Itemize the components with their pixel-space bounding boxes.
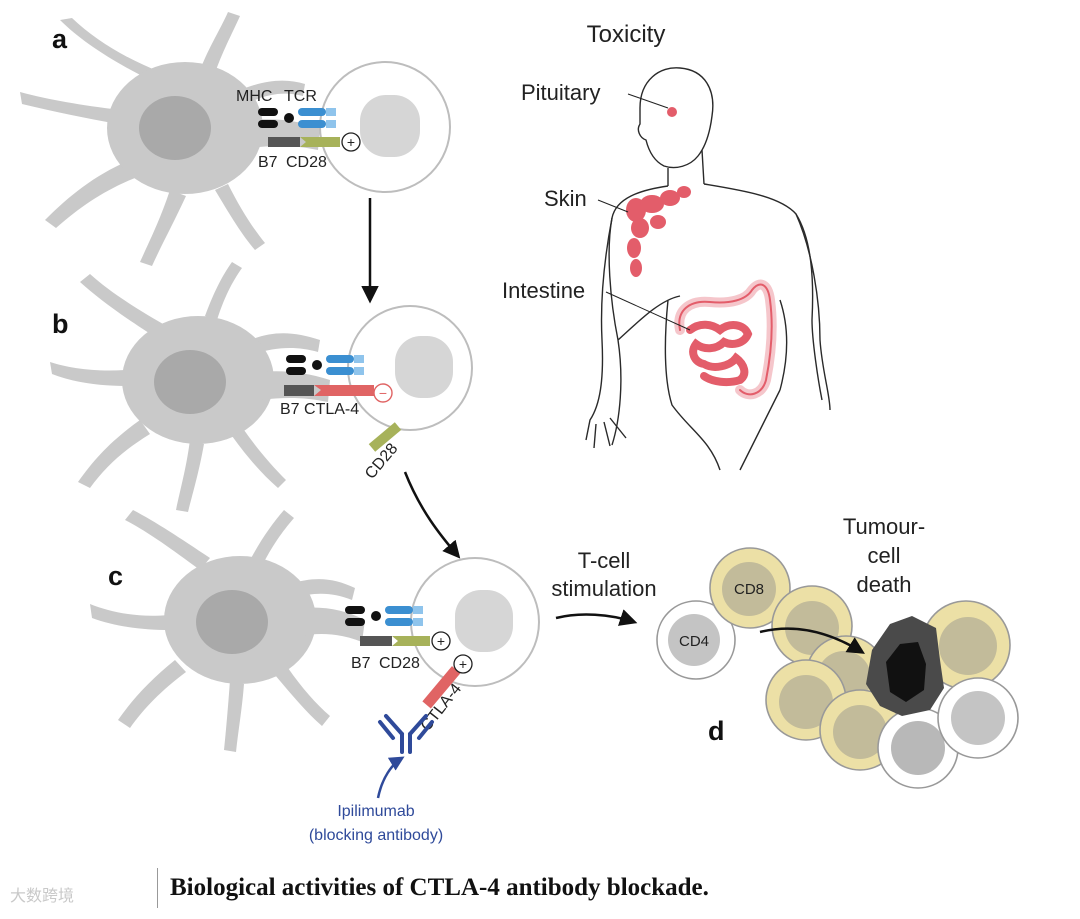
tcr-label: TCR (284, 88, 317, 105)
cd28-molecule-c (392, 636, 430, 646)
panel-label-b: b (52, 309, 69, 339)
mhc-label: MHC (236, 88, 272, 105)
t-cell-stimulation-line1: T-cell (578, 548, 631, 573)
arrow-b-to-c (403, 471, 461, 559)
mhc-molecule-a (258, 108, 278, 116)
pituitary-marker (667, 107, 677, 117)
watermark-text: 大数跨境 (10, 886, 75, 905)
plus-symbol-c1: + (437, 633, 445, 649)
panel-label-d: d (708, 716, 725, 746)
b7-label: B7 (258, 154, 278, 171)
tcr-molecule-a (298, 108, 326, 116)
panel-c: + B7 CD28 + CTLA-4 Ipilimumab (blocking … (90, 510, 540, 844)
cd4-label: CD4 (679, 633, 709, 650)
b7-molecule-a (268, 137, 300, 147)
stimulation-arrow (555, 609, 638, 626)
tumour-cell-death-line1: Tumour- (843, 514, 925, 539)
ctla4-molecule-c (422, 666, 461, 709)
skin-label: Skin (544, 186, 587, 211)
panel-d: T-cell stimulation Tumour- cell death CD… (551, 514, 1019, 789)
cd28-label: CD28 (286, 154, 327, 171)
cd28-label-c: CD28 (379, 655, 420, 672)
ipilimumab-antibody-icon (378, 714, 434, 754)
tumour-cell-death-line2: cell (867, 543, 900, 568)
pituitary-label: Pituitary (521, 80, 600, 105)
cd28-molecule-b (368, 422, 402, 452)
grey-t-cells (877, 677, 1019, 789)
toxicity-figure: Toxicity Pituitary Skin (502, 21, 831, 471)
tumour-cell-death-line3: death (856, 572, 911, 597)
b7-molecule-b (284, 385, 314, 396)
b7-label-c: B7 (351, 655, 371, 672)
plus-symbol: + (347, 134, 355, 150)
t-cell-nucleus-b (395, 336, 453, 398)
cd4-t-cell: CD4 (656, 600, 736, 680)
killing-arrow (759, 627, 865, 654)
intestine-organ (674, 279, 777, 400)
intestine-label: Intestine (502, 278, 585, 303)
panel-label-c: c (108, 561, 123, 591)
cd28-label-b: CD28 (362, 440, 401, 482)
skin-rash (626, 186, 691, 277)
plus-sign-a (341, 132, 361, 152)
t-cell-nucleus-a (360, 95, 420, 157)
tumour-cell (866, 616, 944, 716)
minus-symbol: − (379, 385, 387, 401)
cd8-label: CD8 (734, 581, 764, 598)
minus-sign-b (373, 383, 393, 403)
panel-a: + MHC TCR B7 CD28 a (20, 12, 451, 266)
ipilimumab-label: Ipilimumab (337, 803, 414, 820)
antibody-arrow (376, 756, 405, 799)
blocking-antibody-label: (blocking antibody) (309, 827, 443, 844)
b7-molecule-c (360, 636, 392, 646)
human-body-outline (585, 67, 831, 471)
figure-caption: Biological activities of CTLA-4 antibody… (157, 868, 709, 908)
dendritic-cell-a (20, 12, 320, 266)
t-cell-stimulation-line2: stimulation (551, 576, 656, 601)
dendritic-cell-c (90, 510, 365, 752)
b7-ctla4-label: B7 CTLA-4 (280, 401, 359, 418)
t-cell-nucleus-c (455, 590, 513, 652)
plus-symbol-c2: + (459, 656, 467, 672)
toxicity-title: Toxicity (587, 21, 666, 48)
panel-label-a: a (52, 24, 68, 54)
ctla4-molecule-b (314, 385, 374, 396)
cd28-molecule-a (300, 137, 340, 147)
panel-b: − B7 CTLA-4 CD28 b (50, 262, 473, 512)
